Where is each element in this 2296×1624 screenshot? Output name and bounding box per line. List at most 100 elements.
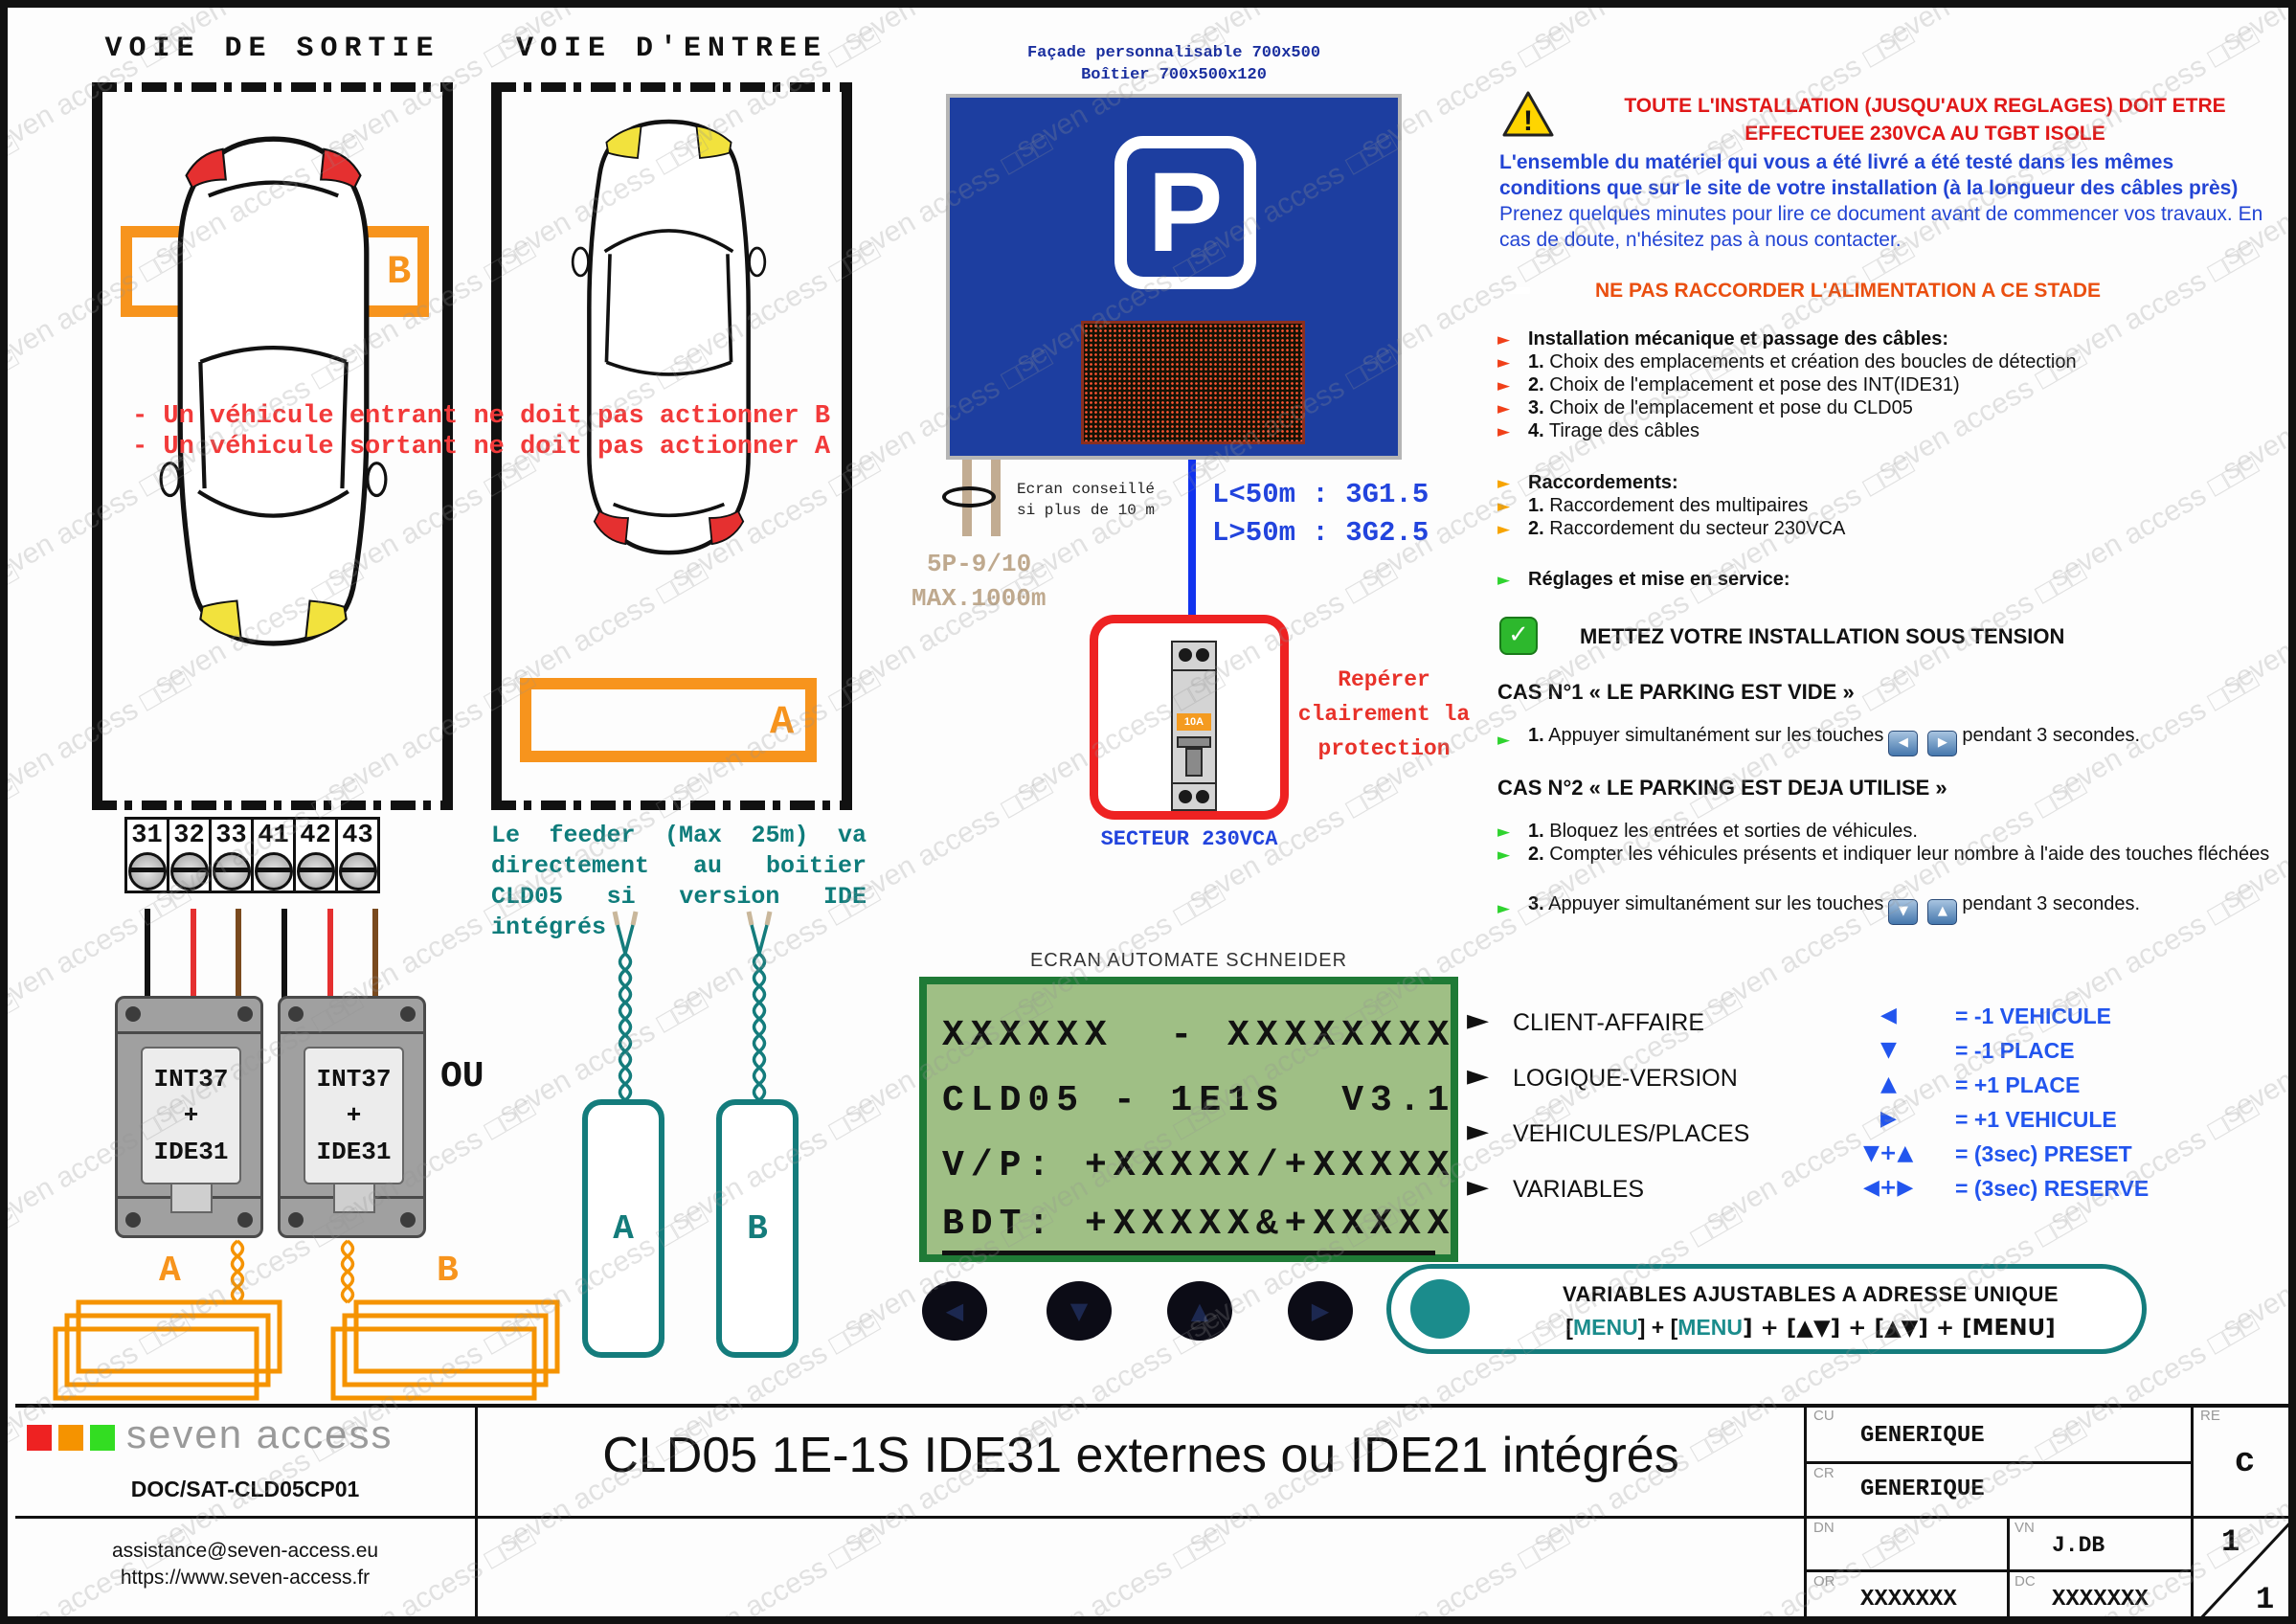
terminal-block: 31 32 33 41 42 43 bbox=[124, 817, 380, 893]
or-label: OU bbox=[440, 1056, 484, 1097]
screw-icon bbox=[254, 852, 293, 891]
detector-box-label: INT37 + IDE31 bbox=[304, 1047, 404, 1184]
mains-cable bbox=[1188, 460, 1196, 617]
twisted-pair-loop-a bbox=[230, 1239, 245, 1304]
coil-a bbox=[53, 1299, 282, 1401]
step-item: ►2. Choix de l'emplacement et pose des I… bbox=[1497, 374, 1960, 395]
brand-logo-text: seven access bbox=[126, 1411, 394, 1456]
entry-lane bbox=[491, 82, 852, 810]
field-label-dn: DN bbox=[1813, 1520, 1835, 1536]
screw-icon bbox=[1179, 648, 1192, 662]
detector-box-1: INT37 + IDE31 bbox=[115, 996, 263, 1238]
screw-icon bbox=[1196, 648, 1209, 662]
step-item: ►2. Raccordement du secteur 230VCA bbox=[1497, 518, 1846, 539]
field-value-re: c bbox=[2234, 1442, 2256, 1481]
case-1-step: ► 1. Appuyer simultanément sur les touch… bbox=[1497, 724, 2288, 756]
screen-note-2: si plus de 10 m bbox=[1017, 502, 1156, 519]
pill-title: VARIABLES AJUSTABLES A ADRESSE UNIQUE bbox=[1562, 1282, 2060, 1306]
feeder-note-line: Le feeder (Max 25m) va bbox=[491, 822, 867, 849]
screw-icon bbox=[212, 852, 251, 891]
circuit-breaker: 10A bbox=[1171, 641, 1217, 811]
cable-spec-2: L>50m : 3G2.5 bbox=[1212, 517, 1429, 549]
arrow-bullet-icon: ► bbox=[1497, 571, 1511, 590]
intro-paragraph: L'ensemble du matériel qui vous a été li… bbox=[1499, 151, 2263, 251]
screw-icon bbox=[237, 1212, 253, 1228]
mains-label: SECTEUR 230VCA bbox=[1100, 827, 1278, 851]
pill-sequence: [MENU] + [MENU] + [▲▼] + [▲▼] + [MENU] bbox=[1565, 1315, 2056, 1341]
entry-lane-top-border bbox=[491, 82, 852, 92]
arrow-bullet-icon: ► bbox=[1497, 846, 1511, 865]
feeder-note-line: intégrés bbox=[491, 914, 607, 941]
cable-gland bbox=[333, 1181, 375, 1213]
website-url: https://www.seven-access.fr bbox=[120, 1567, 371, 1589]
terminal-31: 31 bbox=[124, 817, 169, 893]
check-icon: ✓ bbox=[1499, 617, 1538, 655]
logo-square-red bbox=[27, 1425, 52, 1451]
arrow-bullet-icon: ► bbox=[1497, 376, 1511, 395]
screw-icon bbox=[169, 852, 209, 891]
field-label-dc: DC bbox=[2015, 1573, 2036, 1590]
feeder-note-line: CLD05 si version IDE bbox=[491, 883, 867, 911]
legend-icon: ▲ bbox=[1880, 1072, 1897, 1096]
right-arrow-key-icon: ▶ bbox=[1927, 730, 1958, 756]
page-number-bottom: 1 bbox=[2256, 1582, 2275, 1617]
up-arrow-key-icon: ▲ bbox=[1927, 898, 1958, 925]
field-value-cr: GENERIQUE bbox=[1860, 1477, 1985, 1502]
screw-icon bbox=[1196, 790, 1209, 803]
arrow-bullet-icon: ► bbox=[1497, 898, 1511, 918]
lcd-underline bbox=[942, 1251, 1435, 1255]
lcd-line: XXXXXX - XXXXXXXX bbox=[942, 1015, 1456, 1056]
legend-item: = -1 PLACE bbox=[1955, 1038, 2075, 1063]
legend-icon: ▶ bbox=[1880, 1107, 1897, 1131]
screw-icon bbox=[125, 1006, 141, 1022]
no-power-warning: NE PAS RACCORDER L'ALIMENTATION A CE STA… bbox=[1595, 280, 2102, 302]
push-button-right: ▶ bbox=[1288, 1281, 1353, 1341]
exiting-car bbox=[142, 115, 405, 665]
loop-a-label: A bbox=[770, 699, 795, 745]
support-email: assistance@seven-access.eu bbox=[111, 1540, 379, 1562]
case-2-step: ► 1. Bloquez les entrées et sorties de v… bbox=[1497, 821, 1918, 842]
step-section-header: ►Installation mécanique et passage des c… bbox=[1497, 328, 1949, 350]
protection-note: Repérer clairement la protection bbox=[1297, 667, 1471, 761]
parking-sign-panel: P bbox=[946, 94, 1402, 460]
loop-b-label: B bbox=[387, 249, 412, 295]
field-label-cu: CU bbox=[1813, 1408, 1835, 1424]
case-2-step: ► 3. Appuyer simultanément sur les touch… bbox=[1497, 892, 2288, 925]
variables-pill: VARIABLES AJUSTABLES A ADRESSE UNIQUE [M… bbox=[1386, 1264, 2147, 1354]
push-button-up: ▲ bbox=[1167, 1281, 1232, 1341]
arrow-bullet-icon: ► bbox=[1497, 399, 1511, 418]
field-label-or: OR bbox=[1813, 1573, 1835, 1590]
step-item: ►4. Tirage des câbles bbox=[1497, 420, 1700, 441]
entry-lane-label: VOIE D'ENTREE bbox=[515, 33, 828, 65]
screw-icon bbox=[400, 1212, 416, 1228]
cable-spec-1: L<50m : 3G1.5 bbox=[1212, 479, 1429, 510]
loop-warning-1: - Un véhicule entrant ne doit pas action… bbox=[132, 402, 831, 431]
field-value-or: XXXXXXX bbox=[1860, 1587, 1957, 1613]
document-title: CLD05 1E-1S IDE31 externes ou IDE21 inté… bbox=[602, 1428, 1679, 1483]
breaker-rating-badge: 10A bbox=[1177, 713, 1211, 731]
feeder-loop-b: B bbox=[716, 1099, 799, 1358]
plc-lcd-screen: XXXXXX - XXXXXXXX CLD05 - 1E1S V3.1 V/P:… bbox=[919, 977, 1458, 1262]
sign-caption-2: Boîtier 700x500x120 bbox=[1081, 66, 1267, 84]
parking-p-sign: P bbox=[1114, 136, 1256, 289]
detector-box-label: INT37 + IDE31 bbox=[141, 1047, 241, 1184]
field-value-vn: J.DB bbox=[2052, 1533, 2105, 1558]
terminal-32: 32 bbox=[167, 817, 212, 893]
callout-vehicles: VEHICULES/PLACES bbox=[1513, 1120, 1750, 1147]
screw-icon bbox=[288, 1006, 304, 1022]
step-item: ►3. Choix de l'emplacement et pose du CL… bbox=[1497, 397, 1913, 418]
arrow-bullet-icon: ► bbox=[1497, 520, 1511, 539]
callout-client: CLIENT-AFFAIRE bbox=[1513, 1009, 1705, 1036]
multipair-spec-2: MAX.1000m bbox=[912, 584, 1047, 613]
step-item: ►1. Raccordement des multipaires bbox=[1497, 495, 1809, 516]
logo-square-green bbox=[90, 1425, 115, 1451]
field-label-cr: CR bbox=[1813, 1465, 1835, 1481]
legend-item: = +1 PLACE bbox=[1955, 1072, 2081, 1097]
screw-icon bbox=[237, 1006, 253, 1022]
terminal-33: 33 bbox=[209, 817, 254, 893]
page-cell-diagonal bbox=[2200, 1522, 2288, 1616]
screw-icon bbox=[288, 1212, 304, 1228]
terminal-42: 42 bbox=[293, 817, 338, 893]
legend-icon: ◀+▶ bbox=[1863, 1176, 1914, 1200]
